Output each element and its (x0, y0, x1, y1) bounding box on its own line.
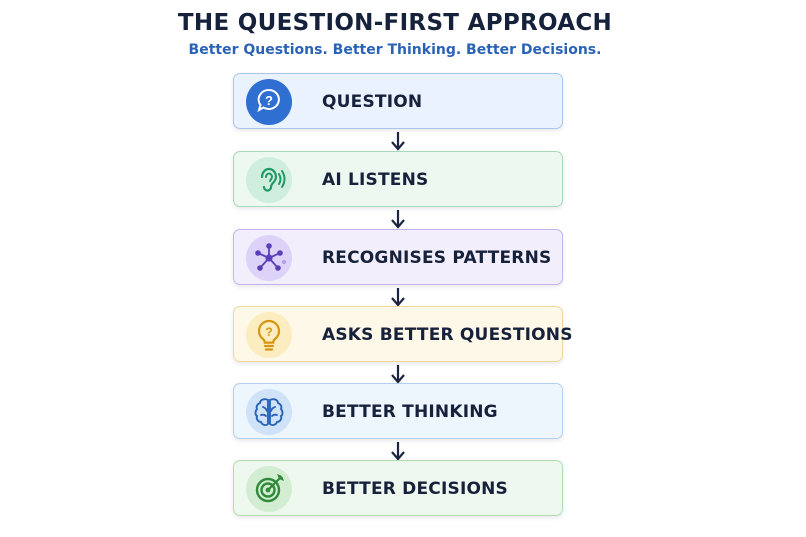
svg-text:?: ? (265, 325, 272, 339)
target-icon (246, 466, 292, 512)
step-recognises-patterns: RECOGNISES PATTERNS (233, 229, 563, 285)
arrow-down-icon (391, 132, 405, 151)
step-question: ? QUESTION (233, 73, 563, 129)
lightbulb-question-icon: ? (246, 312, 292, 358)
arrow-down-icon (391, 210, 405, 229)
arrow-down-icon (391, 442, 405, 461)
step-label: BETTER DECISIONS (322, 479, 508, 499)
step-label: BETTER THINKING (322, 402, 498, 422)
diagram-subtitle: Better Questions. Better Thinking. Bette… (188, 42, 602, 58)
arrow-down-icon (391, 288, 405, 307)
diagram-title: THE QUESTION-FIRST APPROACH (177, 10, 613, 36)
network-nodes-icon (246, 235, 292, 281)
step-label: AI LISTENS (322, 170, 429, 190)
step-better-thinking: BETTER THINKING (233, 383, 563, 439)
brain-icon (246, 389, 292, 435)
arrow-down-icon (391, 365, 405, 384)
speech-bubble-question-icon: ? (246, 79, 292, 125)
step-better-decisions: BETTER DECISIONS (233, 460, 563, 516)
step-label: QUESTION (322, 92, 423, 112)
svg-text:?: ? (265, 93, 273, 108)
step-asks-better-questions: ? ASKS BETTER QUESTIONS (233, 306, 572, 362)
step-label: RECOGNISES PATTERNS (322, 248, 552, 268)
step-ai-listens: AI LISTENS (233, 151, 563, 207)
step-label: ASKS BETTER QUESTIONS (322, 325, 573, 345)
ear-icon (246, 157, 292, 203)
